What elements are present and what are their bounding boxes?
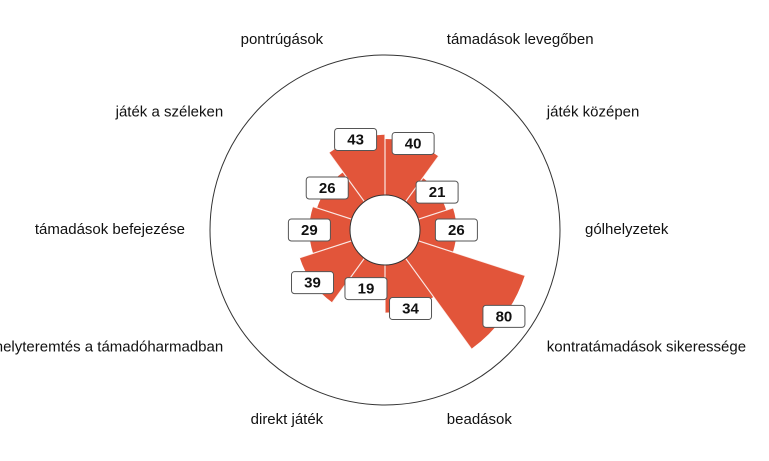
value-label: 43 xyxy=(347,131,364,148)
value-box xyxy=(482,304,526,328)
value-box xyxy=(305,176,349,200)
category-label: támadások levegőben xyxy=(447,31,594,48)
category-label: játék a széleken xyxy=(115,103,224,120)
value-box xyxy=(389,297,433,321)
value-box xyxy=(344,277,388,301)
value-label: 40 xyxy=(405,135,422,152)
value-box xyxy=(334,127,378,151)
wedge-divider xyxy=(405,156,439,203)
category-label: direkt játék xyxy=(251,411,324,428)
wedge-divider xyxy=(405,257,472,350)
wedge-divider xyxy=(418,240,525,276)
value-box xyxy=(287,218,331,242)
category-label: pontrúgások xyxy=(241,31,324,48)
category-label: kontratámadások sikeressége xyxy=(547,339,746,356)
wedge-divider xyxy=(312,206,352,220)
bar-wedge xyxy=(329,134,385,202)
value-label: 29 xyxy=(301,222,318,239)
value-label: 19 xyxy=(358,281,375,298)
value-box xyxy=(434,218,478,242)
value-box xyxy=(391,131,435,155)
value-label: 21 xyxy=(429,184,446,201)
value-box xyxy=(415,180,459,204)
value-label: 34 xyxy=(402,301,419,318)
category-label: játék középen xyxy=(546,103,640,120)
value-label: 26 xyxy=(448,222,465,239)
category-label: gólhelyzetek xyxy=(585,221,669,238)
category-label: helyteremtés a támadóharmadban xyxy=(0,339,223,356)
value-box xyxy=(291,271,335,295)
category-label: beadások xyxy=(447,411,513,428)
value-label: 39 xyxy=(304,275,321,292)
category-label: támadások befejezése xyxy=(35,221,185,238)
value-label: 26 xyxy=(319,180,336,197)
wedge-divider xyxy=(299,240,352,259)
value-label: 80 xyxy=(496,308,513,325)
inner-circle xyxy=(349,194,421,266)
wedge-divider xyxy=(418,207,454,220)
outer-circle xyxy=(209,54,561,406)
